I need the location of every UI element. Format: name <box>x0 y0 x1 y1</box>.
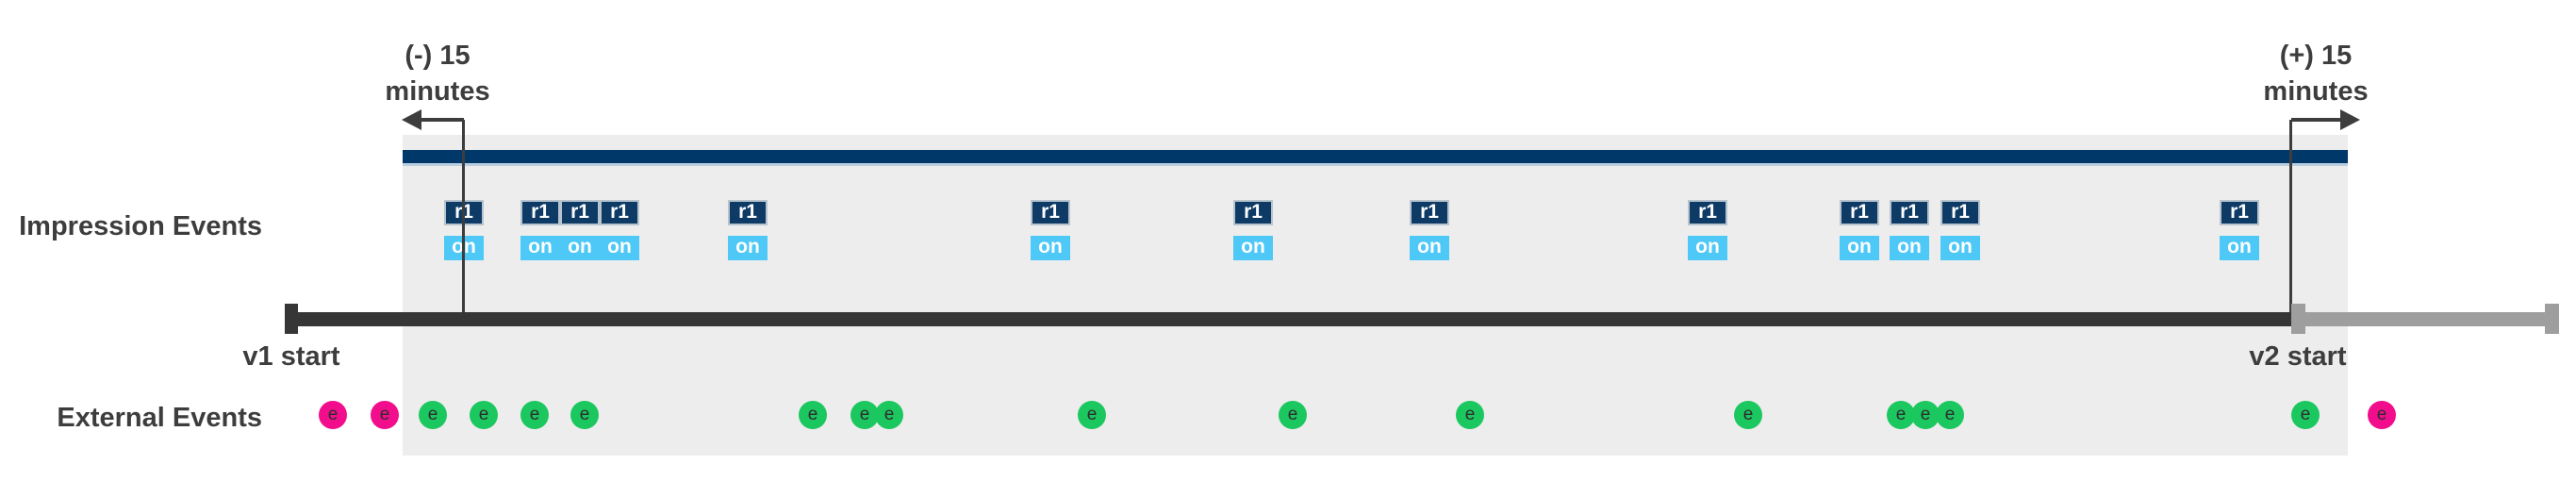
impression-r1-badge: r1 <box>1233 200 1273 225</box>
plus-15-minutes-annotation: (+) 15 minutes <box>2203 38 2429 109</box>
impression-r1-badge: r1 <box>728 200 768 225</box>
impression-on-badge: on <box>560 236 600 260</box>
impression-on-badge: on <box>600 236 639 260</box>
impression-r1-badge: r1 <box>2220 200 2259 225</box>
v2-start-label: v2 start <box>2249 341 2347 372</box>
external-event-green: e <box>1936 401 1964 429</box>
external-event-green: e <box>1279 401 1307 429</box>
external-event-green: e <box>570 401 599 429</box>
external-event-green: e <box>1911 401 1940 429</box>
plus-15-line1: (+) 15 <box>2279 41 2353 71</box>
impression-on-badge: on <box>1940 236 1980 260</box>
impression-r1-badge: r1 <box>1890 200 1929 225</box>
campaign-header-bar <box>403 150 2348 166</box>
impression-on-badge: on <box>1890 236 1929 260</box>
impression-r1-badge: r1 <box>1031 200 1070 225</box>
v1-timeline-bar <box>286 312 2291 326</box>
impression-on-badge: on <box>1840 236 1879 260</box>
external-event-green: e <box>1078 401 1106 429</box>
minus-15-minutes-annotation: (-) 15 minutes <box>324 38 551 109</box>
external-event-pink: e <box>319 401 347 429</box>
external-event-green: e <box>470 401 498 429</box>
v2-timeline-bar <box>2291 312 2553 326</box>
external-event-pink: e <box>371 401 399 429</box>
v1-start-label: v1 start <box>242 341 340 372</box>
external-event-green: e <box>1734 401 1762 429</box>
impression-on-badge: on <box>1410 236 1449 260</box>
timeline-end-tick <box>2545 304 2559 334</box>
external-event-green: e <box>520 401 549 429</box>
impression-events-row-label: Impression Events <box>19 211 262 241</box>
impression-r1-badge: r1 <box>1688 200 1727 225</box>
external-event-green: e <box>850 401 879 429</box>
right-arrow-head-icon <box>2340 109 2360 130</box>
left-arrow-line <box>421 118 464 122</box>
minus-15-line1: (-) 15 <box>405 41 471 71</box>
external-event-green: e <box>799 401 827 429</box>
external-event-green: e <box>1887 401 1915 429</box>
external-event-pink: e <box>2368 401 2396 429</box>
impression-on-badge: on <box>1031 236 1070 260</box>
external-event-green: e <box>2291 401 2320 429</box>
impression-on-badge: on <box>1233 236 1273 260</box>
v2-start-tick <box>2291 304 2305 334</box>
impression-r1-badge: r1 <box>1840 200 1879 225</box>
analysis-window-band <box>403 135 2348 456</box>
plus-15-boundary-line <box>2289 120 2292 320</box>
left-arrow-head-icon <box>402 109 421 130</box>
impression-r1-badge: r1 <box>600 200 639 225</box>
impression-r1-badge: r1 <box>520 200 560 225</box>
impression-r1-badge: r1 <box>1940 200 1980 225</box>
impression-on-badge: on <box>728 236 768 260</box>
minus-15-line2: minutes <box>385 76 490 107</box>
impression-on-badge: on <box>2220 236 2259 260</box>
right-arrow-line <box>2291 118 2340 122</box>
minus-15-boundary-line <box>462 120 465 320</box>
impression-on-badge: on <box>1688 236 1727 260</box>
impression-r1-badge: r1 <box>1410 200 1449 225</box>
impression-on-badge: on <box>520 236 560 260</box>
external-event-green: e <box>419 401 447 429</box>
external-event-green: e <box>1456 401 1484 429</box>
external-events-row-label: External Events <box>57 403 262 433</box>
plus-15-line2: minutes <box>2263 76 2369 107</box>
external-event-green: e <box>875 401 903 429</box>
impression-r1-badge: r1 <box>560 200 600 225</box>
